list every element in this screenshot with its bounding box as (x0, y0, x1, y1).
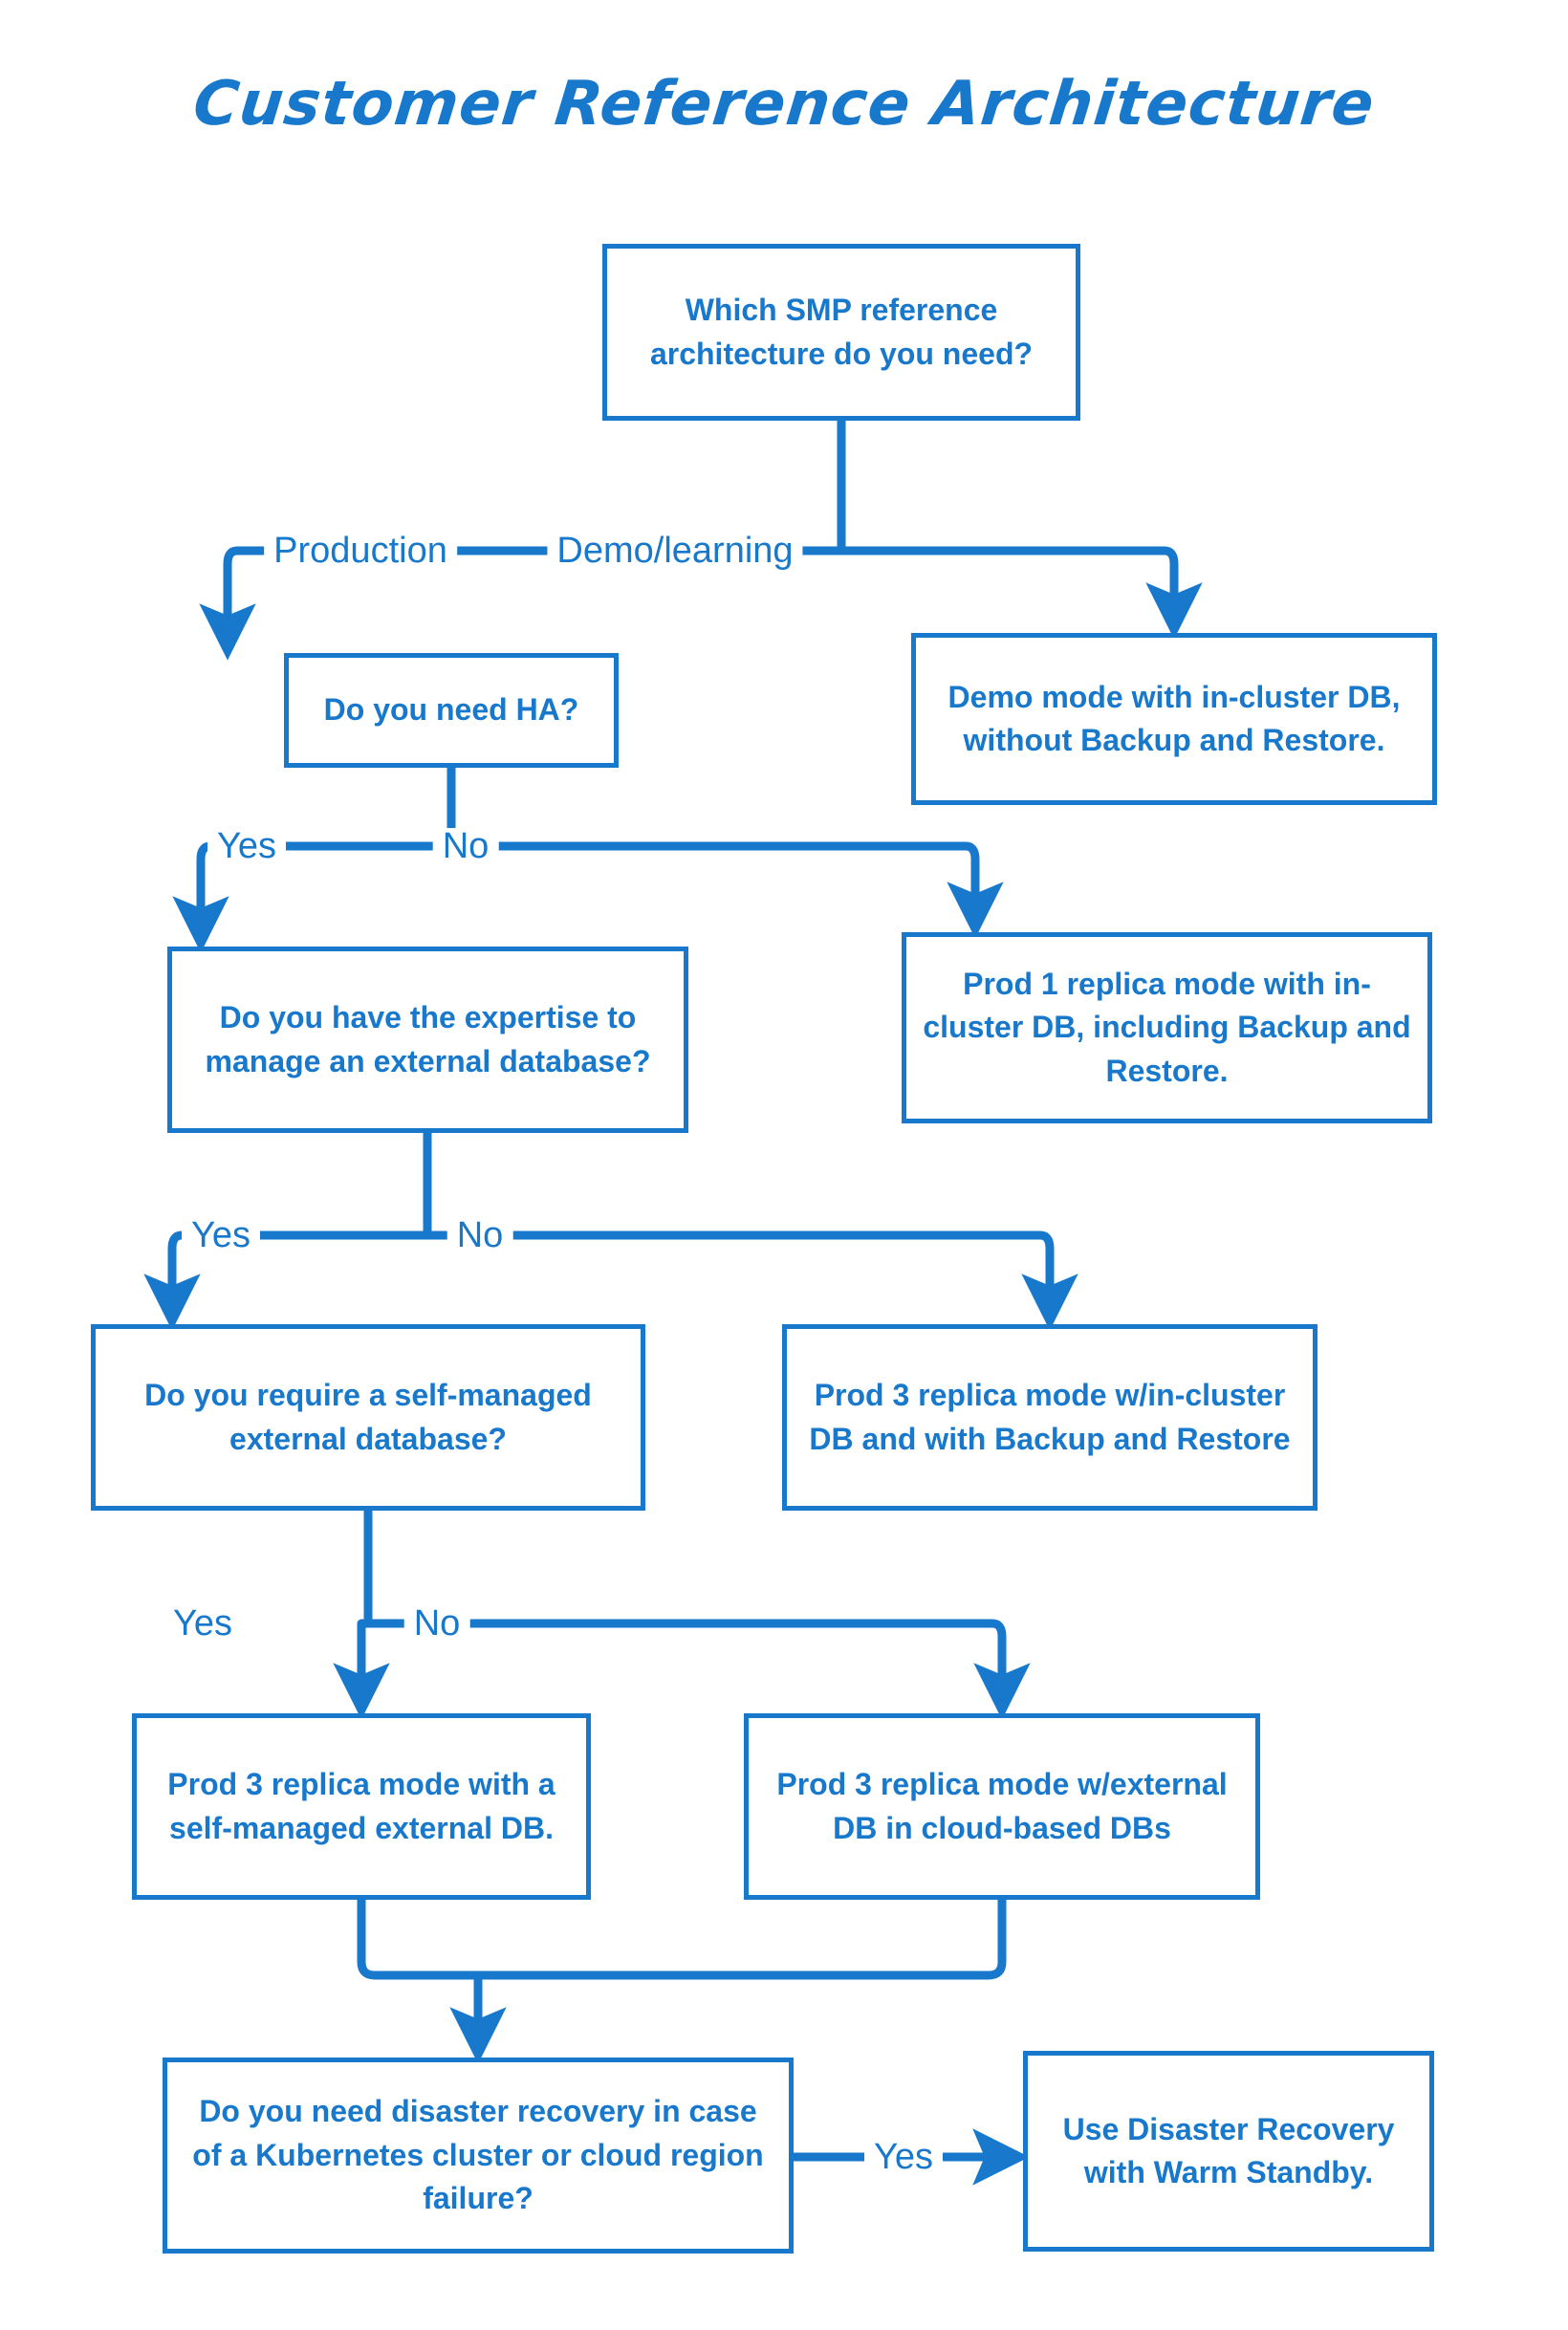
node-prod3-selfmanaged[interactable]: Prod 3 replica mode with a self-managed … (132, 1713, 591, 1900)
node-start-label: Which SMP reference architecture do you … (649, 293, 1034, 371)
node-demo-mode-label: Demo mode with in-cluster DB, without Ba… (947, 679, 1401, 757)
edge-ha-no (451, 841, 1004, 939)
edge-expertise-no (427, 1230, 1078, 1331)
node-disaster-recovery[interactable]: Do you need disaster recovery in case of… (163, 2058, 794, 2254)
node-warm-standby-label: Use Disaster Recovery with Warm Standby. (1062, 2111, 1395, 2189)
node-self-managed-db-label: Do you require a self-managed external d… (144, 1378, 592, 1456)
page-title: Customer Reference Architecture (189, 69, 1379, 140)
node-prod3-incluster-label: Prod 3 replica mode w/in-cluster DB and … (809, 1378, 1291, 1456)
node-expertise[interactable]: Do you have the expertise to manage an e… (167, 947, 688, 1133)
node-prod1-replica-label: Prod 1 replica mode with in-cluster DB, … (923, 966, 1411, 1088)
node-demo-mode[interactable]: Demo mode with in-cluster DB, without Ba… (911, 633, 1437, 805)
edge-selfmanaged-no (368, 1619, 1031, 1720)
edge-label-expertise-no: No (446, 1217, 513, 1253)
node-self-managed-db[interactable]: Do you require a self-managed external d… (91, 1324, 645, 1511)
edge-label-expertise-yes: Yes (182, 1217, 260, 1253)
node-warm-standby[interactable]: Use Disaster Recovery with Warm Standby. (1023, 2051, 1434, 2252)
node-need-ha-label: Do you need HA? (323, 692, 579, 728)
edge-production (199, 546, 841, 661)
node-prod1-replica[interactable]: Prod 1 replica mode with in-cluster DB, … (902, 932, 1432, 1123)
node-disaster-recovery-label: Do you need disaster recovery in case of… (192, 2094, 764, 2216)
edge-prod3self-merge (357, 1900, 478, 1980)
node-prod3-cloud-label: Prod 3 replica mode w/external DB in clo… (776, 1767, 1228, 1845)
edge-label-ha-yes: Yes (207, 828, 286, 864)
edge-prod3cloud-merge (478, 1900, 1007, 1980)
edge-label-selfmanaged-no: No (403, 1605, 470, 1642)
node-expertise-label: Do you have the expertise to manage an e… (205, 1000, 651, 1078)
node-need-ha[interactable]: Do you need HA? (284, 653, 619, 768)
edge-label-selfmanaged-yes: Yes (163, 1605, 242, 1642)
edge-label-dr-yes: Yes (864, 2139, 943, 2175)
edge-label-demo-learning: Demo/learning (547, 533, 803, 569)
node-start[interactable]: Which SMP reference architecture do you … (602, 244, 1080, 421)
node-prod3-cloud[interactable]: Prod 3 replica mode w/external DB in clo… (744, 1713, 1260, 1900)
edge-expertise-yes (143, 1230, 427, 1331)
edge-label-production: Production (264, 533, 457, 569)
node-prod3-incluster[interactable]: Prod 3 replica mode w/in-cluster DB and … (782, 1324, 1318, 1511)
edge-label-ha-no: No (432, 828, 499, 864)
edge-selfmanaged-yes (333, 1619, 390, 1720)
edge-demolearning (841, 546, 1203, 640)
node-prod3-selfmanaged-label: Prod 3 replica mode with a self-managed … (167, 1767, 555, 1845)
